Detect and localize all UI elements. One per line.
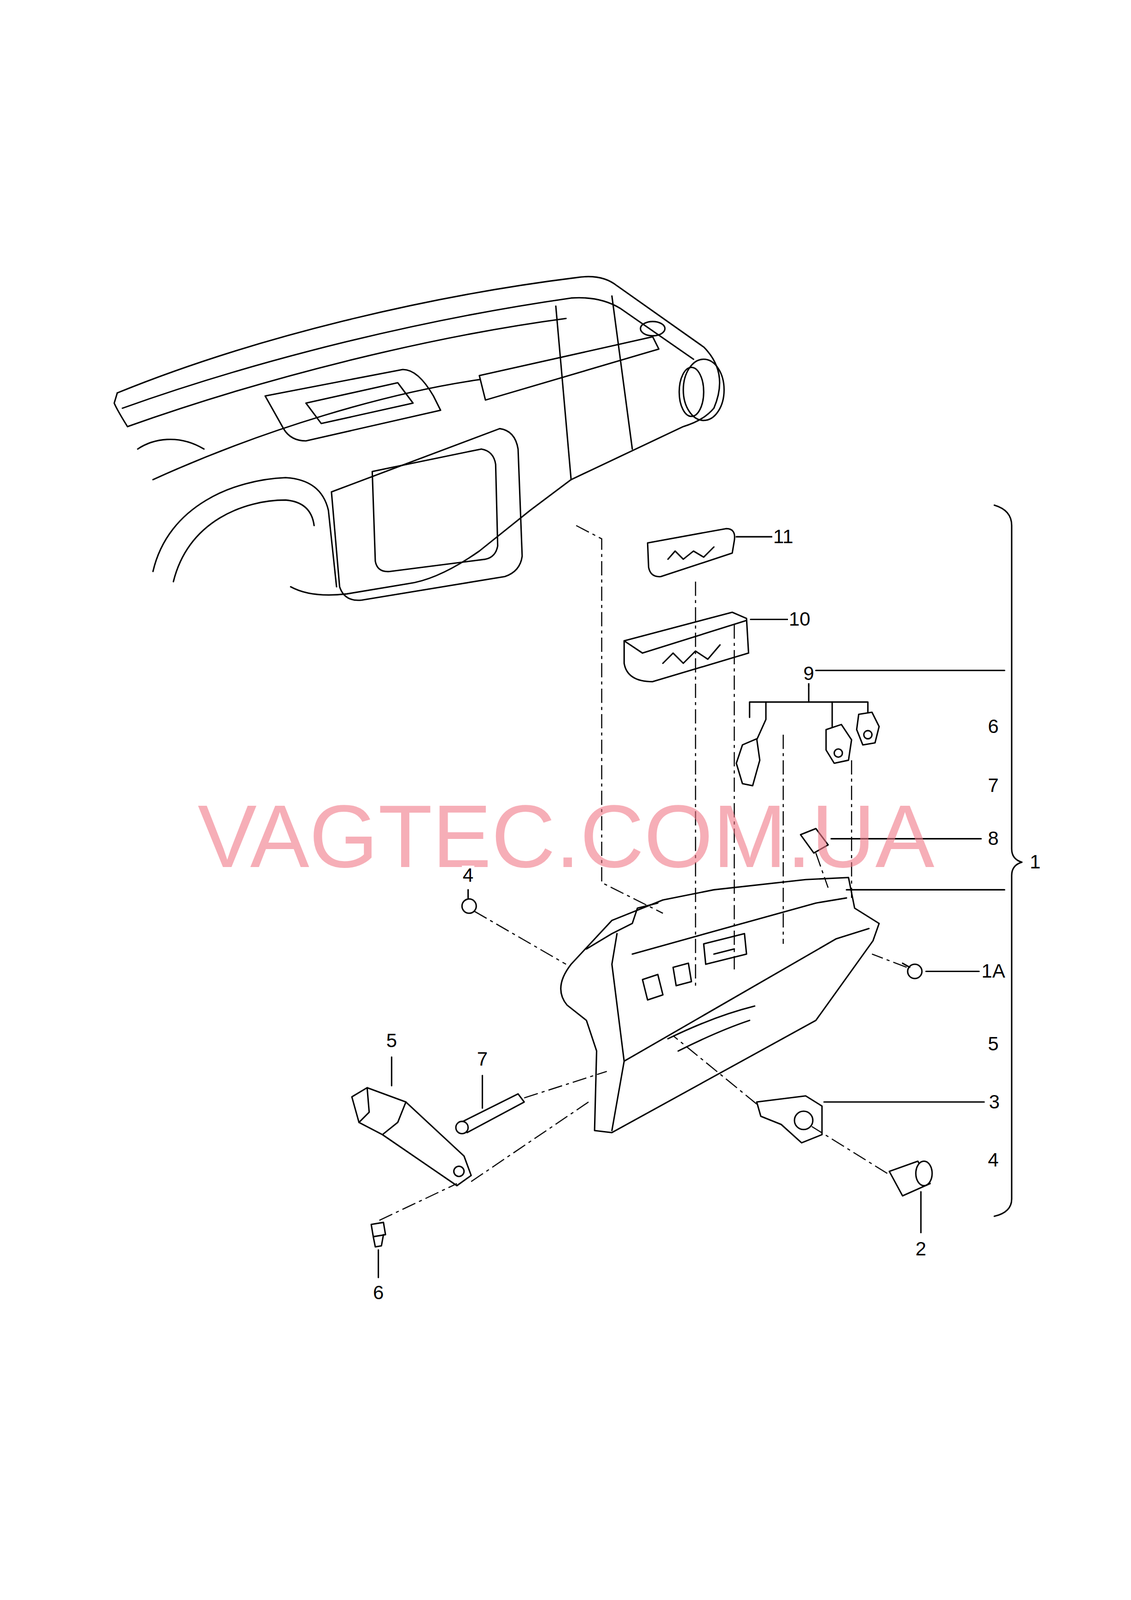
callout-number: 8 [986,828,1000,848]
callout-number: 7 [986,775,1000,795]
callout-number: 11 [772,526,795,547]
callout-number: 9 [802,663,816,683]
callout-number: 1A [980,961,1006,981]
callout-number: 3 [988,1091,1001,1112]
callout-number: 7 [476,1049,489,1069]
callout-number: 6 [986,716,1000,736]
callout-number: 2 [914,1238,927,1259]
callout-number: 10 [787,609,812,629]
callout-number: 4 [986,1149,1000,1170]
callout-number: 1 [1028,851,1042,872]
watermark: VAGTEC.COM.UA [197,792,935,881]
callout-number: 6 [372,1282,385,1302]
callout-number: 4 [461,865,475,885]
callout-number: 5 [986,1033,1000,1054]
callout-number: 5 [385,1030,398,1050]
